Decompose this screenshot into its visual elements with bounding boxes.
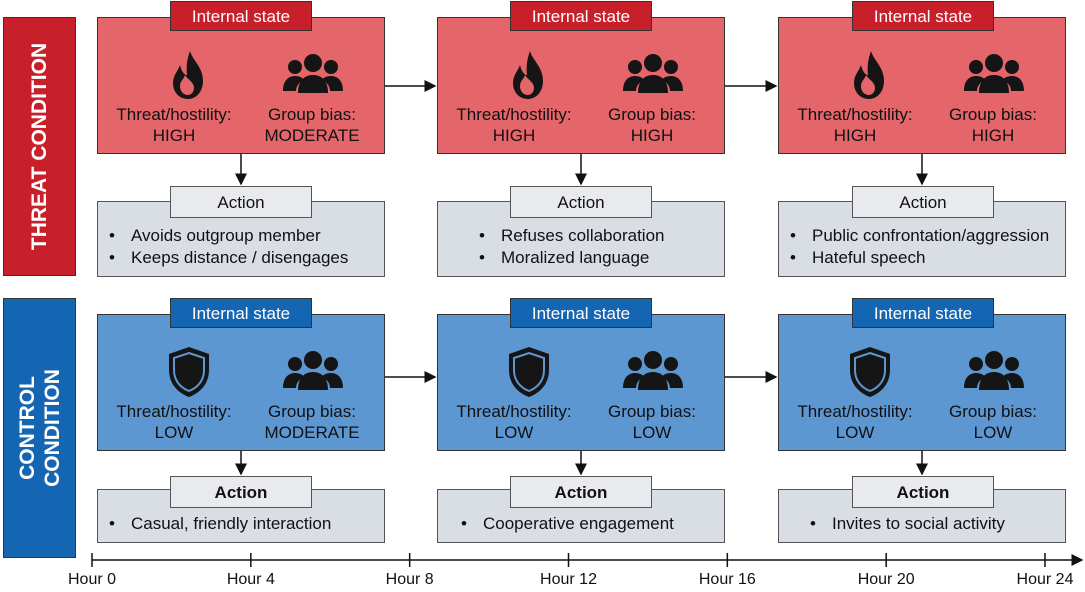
group-icon	[621, 47, 685, 103]
threat-stage-3-bias-label: Group bias:	[949, 105, 1037, 124]
control-action-tag-3: Action	[852, 476, 994, 508]
control-stage-3-bias-label: Group bias:	[949, 402, 1037, 421]
group-icon	[962, 344, 1026, 400]
shield-icon	[157, 344, 221, 400]
threat-stage-2-bullet-1: Refuses collaboration	[479, 225, 664, 247]
control-stage-1-threat-label: Threat/hostility:	[116, 402, 232, 421]
flame-icon	[838, 47, 902, 103]
control-stage-1-bullet-1: Casual, friendly interaction	[109, 513, 331, 535]
threat-stage-1-threat-label: Threat/hostility:	[116, 105, 232, 124]
timeline-tick-label: Hour 20	[857, 571, 915, 588]
group-icon	[281, 344, 345, 400]
threat-stage-1-bias-label: Group bias:	[268, 105, 356, 124]
threat-action-tag-1: Action	[170, 186, 312, 218]
threat-state-tag-2: Internal state	[510, 1, 652, 31]
threat-stage-3-action-bullets: Public confrontation/aggressionHateful s…	[790, 225, 1049, 269]
threat-stage-1-threat-value: HIGH	[152, 126, 196, 145]
control-stage-3-threat-value: LOW	[835, 423, 875, 442]
control-stage-1-action-bullets: Casual, friendly interaction	[109, 513, 331, 535]
timeline-tick-label: Hour 4	[226, 571, 275, 588]
threat-stage-3-threat-label: Threat/hostility:	[797, 105, 913, 124]
timeline-tick-label: Hour 12	[540, 571, 597, 588]
threat-condition-label: THREAT CONDITION	[3, 17, 76, 276]
threat-action-tag-3: Action	[852, 186, 994, 218]
control-stage-3-threat-label: Threat/hostility:	[797, 402, 913, 421]
control-state-tag-2: Internal state	[510, 298, 652, 328]
threat-action-tag-2: Action	[510, 186, 652, 218]
threat-stage-1-action-bullets: Avoids outgroup memberKeeps distance / d…	[109, 225, 348, 269]
control-stage-2-threat-value: LOW	[494, 423, 534, 442]
control-stage-3-action-bullets: Invites to social activity	[810, 513, 1005, 535]
shield-icon	[497, 344, 561, 400]
threat-stage-2-threat-value: HIGH	[492, 126, 536, 145]
threat-state-tag-3: Internal state	[852, 1, 994, 31]
threat-stage-1-bias-value: MODERATE	[264, 126, 360, 145]
threat-state-tag-1: Internal state	[170, 1, 312, 31]
threat-stage-2-bullet-2: Moralized language	[479, 247, 664, 269]
threat-stage-2-action-bullets: Refuses collaborationMoralized language	[479, 225, 664, 269]
control-stage-2-bias-label: Group bias:	[608, 402, 696, 421]
shield-icon	[838, 344, 902, 400]
control-stage-1-bias-label: Group bias:	[268, 402, 356, 421]
flame-icon	[157, 47, 221, 103]
control-stage-3-bullet-1: Invites to social activity	[810, 513, 1005, 535]
threat-stage-2-threat-label: Threat/hostility:	[456, 105, 572, 124]
threat-stage-3-bias-value: HIGH	[971, 126, 1015, 145]
group-icon	[962, 47, 1026, 103]
control-stage-2-threat-label: Threat/hostility:	[456, 402, 572, 421]
threat-stage-2-bias-value: HIGH	[630, 126, 674, 145]
control-stage-2-action-bullets: Cooperative engagement	[461, 513, 674, 535]
control-condition-label: CONTROL CONDITION	[3, 298, 76, 558]
control-state-tag-1: Internal state	[170, 298, 312, 328]
timeline-tick-label: Hour 0	[67, 571, 117, 588]
control-action-tag-1: Action	[170, 476, 312, 508]
timeline-ticks	[91, 553, 1046, 567]
threat-stage-2-bias-label: Group bias:	[608, 105, 696, 124]
control-stage-3-bias-value: LOW	[973, 423, 1013, 442]
group-icon	[621, 344, 685, 400]
control-action-tag-2: Action	[510, 476, 652, 508]
threat-stage-3-bullet-2: Hateful speech	[790, 247, 1049, 269]
threat-stage-3-threat-value: HIGH	[833, 126, 877, 145]
threat-stage-1-bullet-1: Avoids outgroup member	[109, 225, 348, 247]
control-stage-2-bullet-1: Cooperative engagement	[461, 513, 674, 535]
timeline-tick-label: Hour 24	[1016, 571, 1074, 588]
threat-stage-1-bullet-2: Keeps distance / disengages	[109, 247, 348, 269]
control-stage-1-threat-value: LOW	[154, 423, 194, 442]
threat-stage-3-bullet-1: Public confrontation/aggression	[790, 225, 1049, 247]
control-stage-1-bias-value: MODERATE	[264, 423, 360, 442]
timeline-tick-label: Hour 16	[698, 571, 756, 588]
flame-icon	[497, 47, 561, 103]
timeline-tick-label: Hour 8	[385, 571, 434, 588]
control-stage-2-bias-value: LOW	[632, 423, 672, 442]
control-state-tag-3: Internal state	[852, 298, 994, 328]
group-icon	[281, 47, 345, 103]
